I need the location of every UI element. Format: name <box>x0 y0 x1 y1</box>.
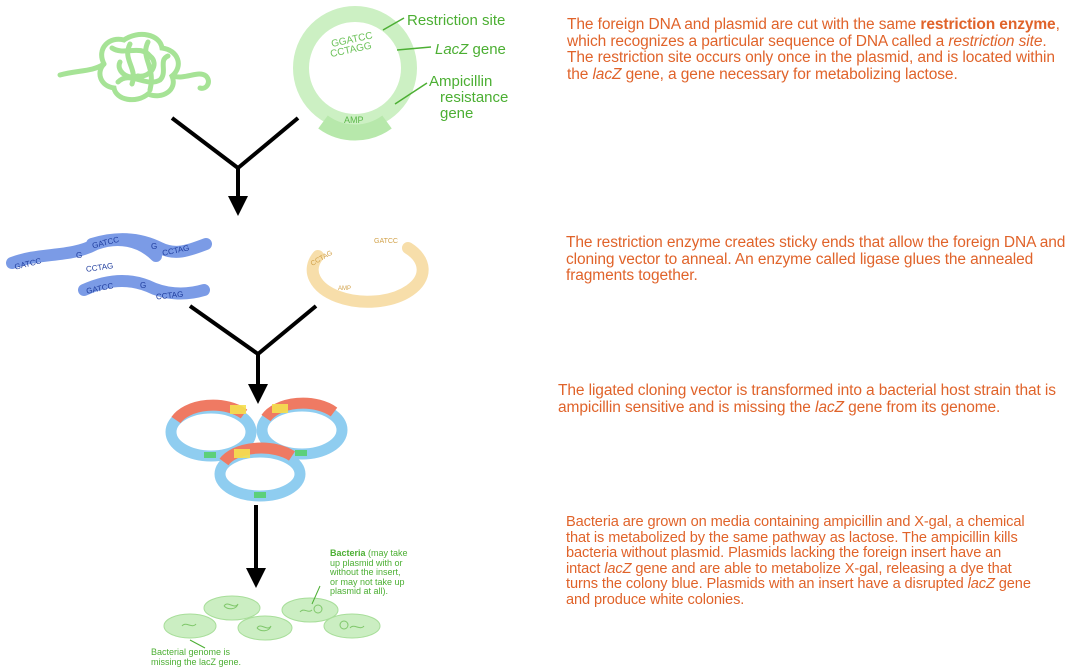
merge-arrow-2 <box>188 304 318 404</box>
colony-1 <box>203 595 261 621</box>
colony-4 <box>281 597 339 623</box>
merge-arrow-1 <box>170 116 300 216</box>
vector-amp-label: AMP <box>338 286 351 292</box>
cut-plasmid-vector: CCTAG GATCC AMP <box>306 238 429 308</box>
step-4-description: Bacteria are grown on media containing a… <box>566 514 1031 608</box>
recombinant-plasmid-2 <box>256 397 348 460</box>
lacz-gene-label: LacZ gene <box>435 41 506 58</box>
genome-label: Bacterial genome is missing the lacZ gen… <box>151 647 271 667</box>
recombinant-plasmids <box>165 397 348 502</box>
bacteria-label-line5: plasmid at all). <box>330 586 389 596</box>
lacz-label-rest: gene <box>468 41 506 58</box>
restriction-site-term: restriction site <box>948 32 1043 50</box>
colony-leader-lines <box>189 585 321 649</box>
plasmid: GGATCC CCTAGG AMP <box>293 6 417 141</box>
colony-genome-squiggles <box>181 603 365 632</box>
vector-sticky-end-right: GATCC <box>374 238 398 245</box>
restriction-enzyme-term: restriction enzyme <box>920 16 1056 33</box>
fragment-2-g: G <box>151 242 157 251</box>
recombinant-plasmid-3 <box>214 442 306 502</box>
bacteria-label-line2: up plasmid with or <box>330 557 403 568</box>
gene-label: gene <box>440 105 473 122</box>
bacterial-colonies <box>163 595 381 641</box>
colony-2 <box>163 613 217 639</box>
foreign-dna-coil <box>57 31 211 103</box>
genome-label-line2: missing the lacZ gene. <box>151 656 242 667</box>
bacteria-label-line1: Bacteria (may take <box>330 548 408 558</box>
bacteria-label-line4: or may not take up <box>330 576 405 587</box>
bacteria-bold: Bacteria <box>330 548 366 558</box>
dna-fragment-3: GATCC G CCTAG <box>78 275 210 302</box>
colony-3 <box>237 615 293 641</box>
recombinant-plasmid-1 <box>165 399 257 462</box>
resistance-label: resistance <box>440 89 508 106</box>
step-3-description: The ligated cloning vector is transforme… <box>558 382 1056 416</box>
lacz-label-italic: LacZ <box>435 41 469 58</box>
dna-fragments: GATCC G CCTAG GATCC G CCTAG GATCC G CCTA… <box>6 233 212 302</box>
plasmid-leader-lines <box>382 17 432 105</box>
step-2-description: The restriction enzyme creates sticky en… <box>566 234 1066 284</box>
step-1-description: The foreign DNA and plasmid are cut with… <box>567 16 1060 83</box>
colony-5 <box>323 613 381 639</box>
fragment-1-g: G <box>76 251 82 260</box>
genome-label-line1: Bacterial genome is <box>151 647 231 657</box>
amp-label: AMP <box>344 115 364 125</box>
fragment-3-g: G <box>140 281 146 290</box>
restriction-site-label: Restriction site <box>407 12 505 29</box>
ampicillin-label: Ampicillin <box>429 73 492 90</box>
fragment-3-right-end: CCTAG <box>156 290 184 302</box>
bacteria-label-line3: without the insert, <box>330 567 401 577</box>
dna-fragment-2: GATCC G CCTAG <box>86 233 212 258</box>
fragment-1-right-end: CCTAG <box>85 261 113 274</box>
bacteria-label: Bacteria (may take up plasmid with or wi… <box>330 548 440 597</box>
